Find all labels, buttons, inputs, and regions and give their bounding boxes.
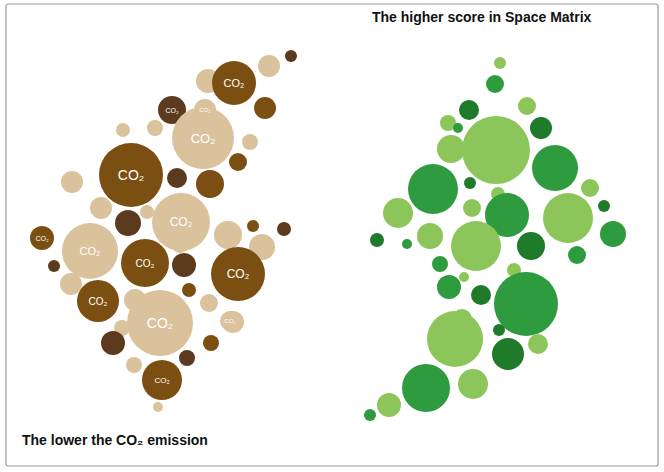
circle-fill xyxy=(211,247,265,301)
co2-label: CO₂ xyxy=(154,376,169,385)
co2-label: CO₂ xyxy=(224,318,235,324)
co2-circle: CO₂ xyxy=(212,61,256,105)
co2-label: CO₂ xyxy=(170,215,193,229)
circle-fill xyxy=(121,239,169,287)
circle-label-box: CO₂ xyxy=(62,223,118,279)
circle-fill xyxy=(62,223,118,279)
co2-circle: CO₂ xyxy=(121,239,169,287)
co2-label: CO₂ xyxy=(89,296,108,307)
co2-label: CO₂ xyxy=(165,107,178,114)
co2-circle: CO₂ xyxy=(152,193,210,251)
circle-fill xyxy=(99,143,163,207)
circle-label-box: CO₂ xyxy=(152,193,210,251)
circle-label-box: CO₂ xyxy=(30,226,54,250)
co2-label: CO₂ xyxy=(147,315,173,331)
circle-fill xyxy=(195,100,215,120)
circle-label-box: CO₂ xyxy=(220,311,240,331)
co2-circle: CO₂ xyxy=(195,100,215,120)
co2-circle: CO₂ xyxy=(30,226,54,250)
co2-circle: CO₂ xyxy=(211,247,265,301)
caption: The lower the CO₂ emission xyxy=(22,432,208,448)
co2-label: CO₂ xyxy=(136,258,155,269)
circle-label-box: CO₂ xyxy=(127,290,193,356)
circle-fill xyxy=(30,226,54,250)
co2-circle: CO₂ xyxy=(142,360,182,400)
co2-label: CO₂ xyxy=(224,77,245,89)
co2-circle: CO₂ xyxy=(99,143,163,207)
co2-label: CO₂ xyxy=(80,245,101,257)
co2-label: CO₂ xyxy=(199,107,210,113)
co2-label: CO₂ xyxy=(118,167,144,183)
circle-label-box: CO₂ xyxy=(211,247,265,301)
circle-label-box: CO₂ xyxy=(212,61,256,105)
circle-fill xyxy=(152,193,210,251)
green-arrow-circles xyxy=(364,57,626,421)
title: The higher score in Space Matrix xyxy=(372,9,591,25)
co2-label: CO₂ xyxy=(227,267,250,281)
frame xyxy=(6,4,658,466)
circle-label-box: CO₂ xyxy=(142,360,182,400)
circle-label-box: CO₂ xyxy=(99,143,163,207)
co2-circle: CO₂ xyxy=(220,311,240,331)
circle-fill xyxy=(212,61,256,105)
circle-fill xyxy=(220,311,240,331)
circle-fill xyxy=(77,280,119,322)
co2-circle: CO₂ xyxy=(62,223,118,279)
circle-label-box: CO₂ xyxy=(121,239,169,287)
circle-fill xyxy=(127,290,193,356)
brown-arrow-circles xyxy=(48,50,297,412)
circle-label-box: CO₂ xyxy=(77,280,119,322)
circle-fill xyxy=(142,360,182,400)
co2-circle: CO₂ xyxy=(77,280,119,322)
co2-circle: CO₂ xyxy=(127,290,193,356)
circle-label-box: CO₂ xyxy=(195,100,215,120)
co2-label: CO₂ xyxy=(35,235,48,242)
co2-label: CO₂ xyxy=(191,131,216,146)
